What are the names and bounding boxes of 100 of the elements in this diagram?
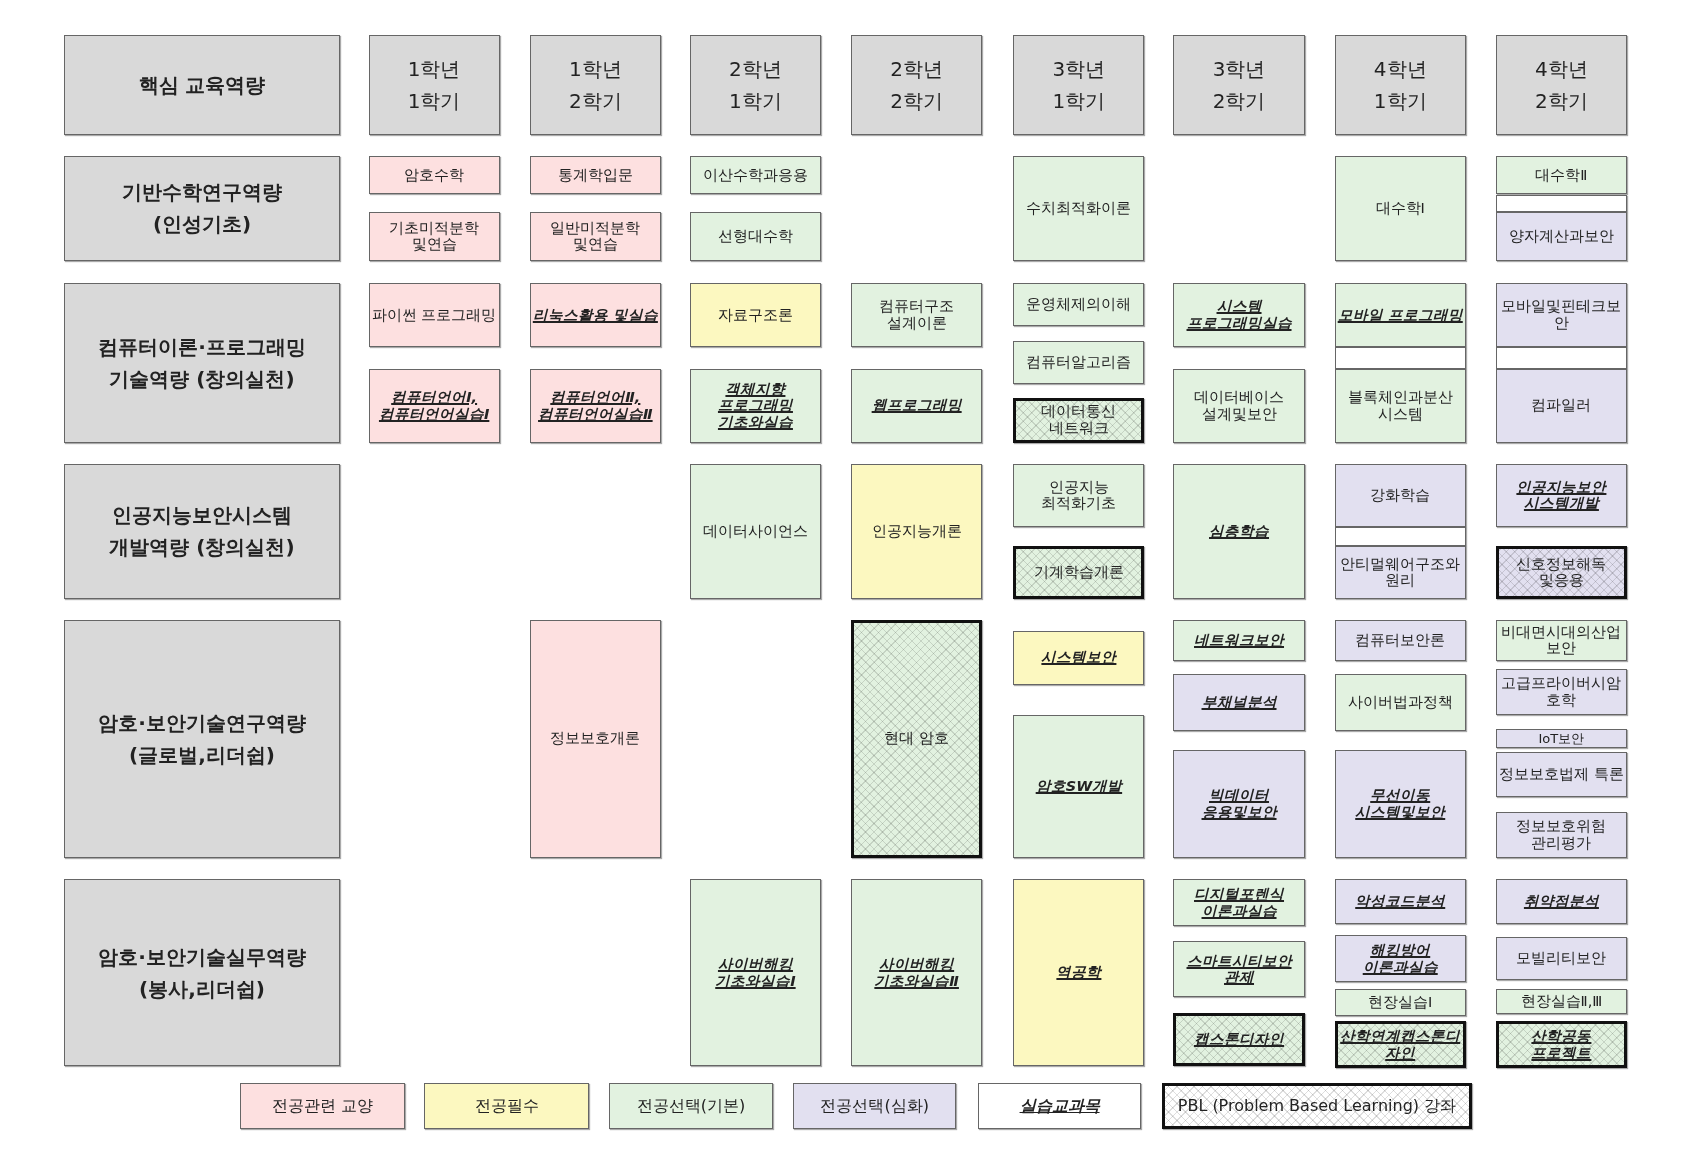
semester-header bbox=[689, 35, 821, 136]
course-name: 정보보호개론 bbox=[550, 730, 641, 748]
course-name: 역공학 bbox=[1056, 964, 1102, 981]
semester-header bbox=[851, 35, 983, 136]
course-box bbox=[1013, 397, 1145, 443]
course-name: 시스템보안 bbox=[1041, 649, 1117, 666]
course-box bbox=[1013, 282, 1145, 326]
course-box bbox=[1173, 941, 1305, 998]
course-box bbox=[851, 368, 983, 443]
course-name: 인공지능 최적화기초 bbox=[1040, 478, 1118, 513]
legend-label: PBL (Problem Based Learning) 강좌 bbox=[1177, 1095, 1457, 1117]
course-box bbox=[851, 464, 983, 599]
course-box bbox=[1495, 211, 1627, 262]
legend-label: 전공선택(심화) bbox=[820, 1095, 929, 1117]
course-box bbox=[1334, 879, 1466, 925]
course-name: 해킹방어 이론과실습 bbox=[1361, 941, 1439, 976]
empty-cell bbox=[1334, 526, 1466, 546]
course-name: 자료구조론 bbox=[717, 306, 793, 324]
competency-header bbox=[64, 620, 340, 858]
course-box bbox=[689, 879, 821, 1066]
course-name: 컴퓨터언어Ⅱ, 컴퓨터언어실습Ⅱ bbox=[537, 389, 654, 423]
course-name: 통계학입문 bbox=[557, 166, 633, 184]
course-box bbox=[1495, 728, 1627, 748]
legend-label: 전공선택(기본) bbox=[636, 1095, 746, 1117]
competency-header bbox=[64, 282, 340, 443]
course-name: 운영체제의이해 bbox=[1026, 295, 1132, 313]
course-name: 강화학습 bbox=[1370, 487, 1431, 504]
course-box bbox=[529, 282, 661, 348]
course-name: 데이터사이언스 bbox=[702, 523, 808, 540]
course-name: IoT보안 bbox=[1538, 731, 1585, 745]
course-name: 스마트시티보안 관제 bbox=[1185, 952, 1294, 986]
course-name: 모바일 프로그래밍 bbox=[1337, 306, 1463, 324]
course-name: 악성코드분석 bbox=[1355, 893, 1446, 910]
course-name: 정보보호위험 관리평가 bbox=[1515, 818, 1608, 852]
course-name: 사이버해킹 기초와실습Ⅱ bbox=[873, 955, 960, 990]
semester-name: 2학년 2학기 bbox=[889, 56, 944, 116]
course-name: 객체지향 프로그래밍 기초와실습 bbox=[716, 380, 794, 431]
course-name: 대수학Ⅱ bbox=[1535, 166, 1588, 184]
course-name: 리눅스활용 및실습 bbox=[532, 306, 658, 324]
course-box bbox=[1334, 620, 1466, 661]
competency-name: 기반수학연구역량 (인성기초) bbox=[121, 179, 283, 239]
course-name: 수치최적화이론 bbox=[1026, 200, 1132, 217]
course-box bbox=[1013, 630, 1145, 685]
course-box bbox=[1334, 368, 1466, 443]
course-box bbox=[1334, 934, 1466, 983]
course-name: 안티멀웨어구조와원리 bbox=[1339, 555, 1462, 589]
course-name: 무선이동 시스템및보안 bbox=[1354, 787, 1447, 821]
course-name: 대수학Ⅰ bbox=[1375, 200, 1425, 217]
semester-name: 1학년 1학기 bbox=[406, 56, 462, 116]
course-box bbox=[1173, 464, 1305, 599]
course-box bbox=[1495, 879, 1627, 925]
course-box bbox=[851, 282, 983, 348]
course-name: 블록체인과분산 시스템 bbox=[1346, 389, 1454, 423]
semester-header bbox=[1495, 35, 1627, 136]
competency-header bbox=[64, 155, 340, 262]
course-box bbox=[368, 368, 500, 443]
semester-name: 3학년 2학기 bbox=[1211, 56, 1267, 116]
course-box bbox=[529, 368, 661, 443]
course-box bbox=[1334, 988, 1466, 1016]
course-box bbox=[1495, 282, 1627, 348]
course-box bbox=[529, 155, 661, 195]
course-box bbox=[1013, 545, 1145, 599]
course-name: 일반미적분학 및연습 bbox=[549, 219, 642, 254]
course-box bbox=[1495, 545, 1627, 599]
course-name: 사이버해킹 기초와실습Ⅰ bbox=[714, 955, 797, 990]
course-box bbox=[1013, 340, 1145, 384]
competency-header bbox=[64, 464, 340, 599]
course-box bbox=[689, 282, 821, 348]
competency-name: 컴퓨터이론·프로그래밍 기술역량 (창의실천) bbox=[97, 333, 307, 393]
semester-name: 4학년 1학기 bbox=[1372, 56, 1428, 116]
course-name: 컴퓨터알고리즘 bbox=[1026, 353, 1132, 371]
course-box bbox=[689, 155, 821, 195]
legend-label: 전공필수 bbox=[474, 1095, 539, 1117]
course-box bbox=[1013, 155, 1145, 262]
course-name: 빅데이터 응용및보안 bbox=[1200, 787, 1279, 821]
semester-name: 1학년 2학기 bbox=[567, 56, 623, 116]
course-name: 정보보호법제 특론 bbox=[1499, 766, 1624, 784]
course-name: 기초미적분학 및연습 bbox=[388, 219, 481, 254]
course-name: 암호수학 bbox=[404, 166, 465, 184]
course-box bbox=[1495, 464, 1627, 527]
semester-name: 2학년 1학기 bbox=[728, 56, 783, 116]
course-box bbox=[1173, 282, 1305, 348]
course-name: 컴퓨터구조 설계이론 bbox=[878, 298, 956, 332]
course-name: 신호정보해독 및응용 bbox=[1515, 555, 1608, 589]
legend-label: 전공관련 교양 bbox=[271, 1095, 373, 1117]
course-name: 선형대수학 bbox=[717, 228, 793, 245]
course-name: 기계학습개론 bbox=[1033, 563, 1124, 581]
course-box bbox=[1334, 673, 1466, 731]
course-name: 비대면시대의산업보안 bbox=[1500, 623, 1623, 658]
course-name: 양자계산과보안 bbox=[1508, 228, 1614, 245]
empty-cell bbox=[1495, 194, 1627, 212]
course-name: 암호SW개발 bbox=[1035, 777, 1123, 795]
course-name: 데이터베이스 설계및보안 bbox=[1193, 389, 1285, 423]
semester-name: 3학년 1학기 bbox=[1051, 56, 1107, 116]
course-name: 심층학습 bbox=[1209, 523, 1269, 540]
course-box bbox=[689, 464, 821, 599]
empty-cell bbox=[1334, 347, 1466, 369]
course-name: 네트워크보안 bbox=[1194, 632, 1284, 649]
course-box bbox=[529, 620, 661, 858]
course-box bbox=[1173, 1013, 1305, 1066]
